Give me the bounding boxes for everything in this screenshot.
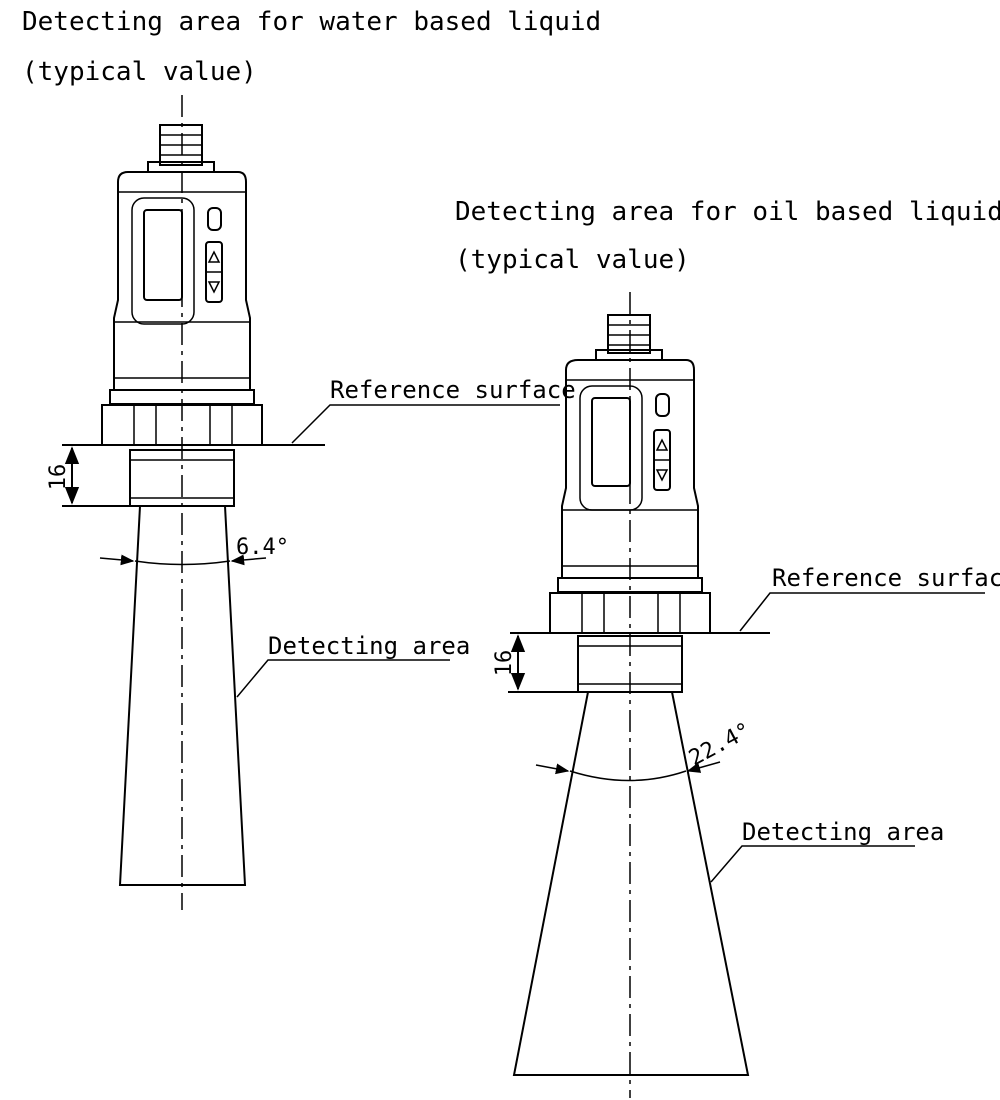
right-detecting-cone: [512, 691, 750, 1076]
right-title-line2: (typical value): [455, 245, 690, 275]
left-angle-label: 6.4°: [236, 535, 289, 560]
left-dimension-label: 16: [46, 464, 71, 491]
right-display: [591, 397, 631, 487]
left-area-label: Detecting area: [268, 632, 470, 660]
left-detecting-cone: [118, 505, 247, 886]
left-button-icon: [207, 207, 222, 231]
left-area-leader: [236, 659, 450, 698]
right-button-icon: [655, 393, 670, 417]
left-reference-leader: [291, 404, 560, 444]
right-area-label: Detecting area: [742, 818, 944, 846]
left-sensor-assembly: Detecting area for water based liquid (t…: [22, 7, 601, 910]
left-down-icon: [207, 281, 221, 294]
left-connector: [147, 124, 215, 173]
right-dimension-label: 16: [492, 650, 517, 677]
right-title-line1: Detecting area for oil based liquid or p…: [455, 197, 1000, 227]
left-title-line1: Detecting area for water based liquid: [22, 7, 601, 37]
left-up-icon: [207, 250, 221, 263]
left-reference-label: Reference surface: [330, 376, 576, 404]
right-connector: [595, 314, 663, 361]
right-reference-leader: [739, 592, 985, 632]
left-title-line2: (typical value): [22, 57, 257, 87]
right-angle-arc: [569, 770, 687, 782]
left-display: [143, 209, 183, 301]
right-up-icon: [655, 438, 669, 451]
right-area-leader: [710, 845, 915, 883]
right-down-icon: [655, 469, 669, 482]
right-reference-label: Reference surface: [772, 564, 1000, 592]
right-sensor-assembly: Detecting area for oil based liquid or p…: [455, 197, 1000, 1098]
right-angle-label: 22.4°: [685, 718, 755, 771]
